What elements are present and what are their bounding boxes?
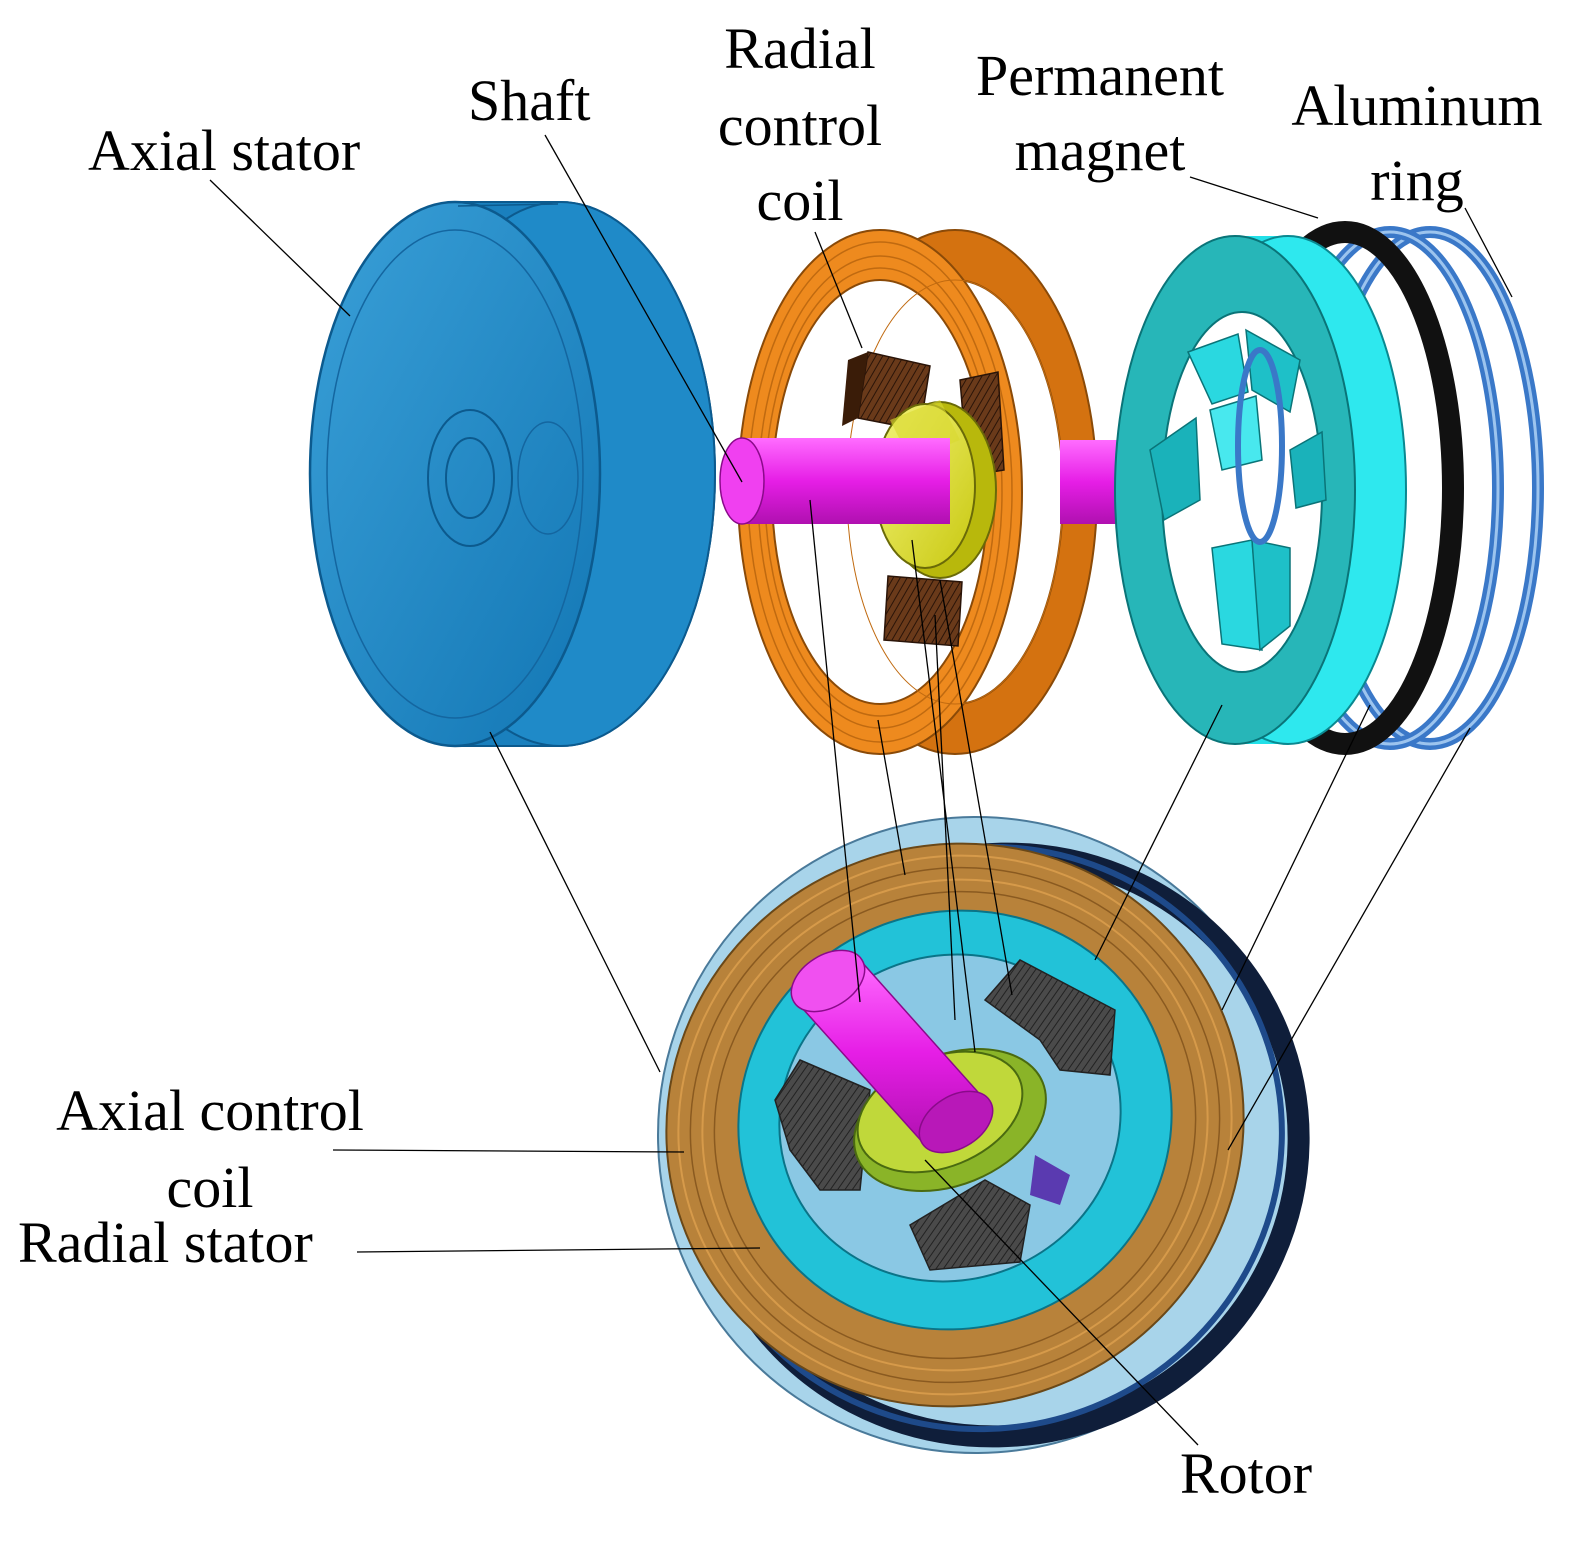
leader-radial-stator bbox=[356, 1247, 761, 1253]
assembled-motor bbox=[657, 816, 1310, 1454]
label-permanent-magnet-1: Permanent bbox=[975, 43, 1225, 108]
leader-shaft-top bbox=[544, 134, 743, 483]
label-shaft: Shaft bbox=[468, 68, 591, 133]
label-radial-control-coil-3: coil bbox=[756, 168, 844, 233]
label-radial-control-coil-1: Radial bbox=[724, 16, 876, 81]
leader-axial-control-coil bbox=[332, 1149, 685, 1153]
shaft-part-top bbox=[719, 437, 1159, 525]
leader-rotor-top3 bbox=[939, 579, 1013, 996]
leader-permanent-magnet bbox=[1189, 176, 1319, 219]
leader-rotor-top2 bbox=[934, 614, 956, 1021]
label-aluminum-ring-1: Aluminum bbox=[1291, 73, 1543, 138]
label-radial-stator: Radial stator bbox=[18, 1210, 313, 1275]
label-axial-control-coil-2: coil bbox=[166, 1155, 254, 1220]
label-radial-control-coil-2: control bbox=[717, 93, 883, 158]
radial-stator-part-top bbox=[1114, 235, 1407, 745]
leader-lines bbox=[209, 134, 1513, 1446]
leader-axial-stator bbox=[209, 179, 351, 317]
label-axial-control-coil-1: Axial control bbox=[56, 1078, 364, 1143]
leader-aluminum-ring bbox=[1464, 207, 1513, 298]
label-permanent-magnet-2: magnet bbox=[1014, 118, 1186, 183]
leader-radial-stator-top bbox=[1094, 704, 1223, 961]
leader-ring-assembly bbox=[1227, 727, 1471, 1151]
label-aluminum-ring-2: ring bbox=[1370, 148, 1464, 213]
leader-rotor bbox=[924, 1159, 1199, 1446]
axial-stator-part bbox=[308, 200, 716, 748]
leader-magnet-assembly bbox=[1221, 704, 1371, 1011]
leader-radial-coil-top bbox=[814, 231, 863, 349]
label-rotor: Rotor bbox=[1180, 1441, 1313, 1506]
leader-axial-stator-assembly bbox=[489, 731, 661, 1073]
label-axial-stator: Axial stator bbox=[88, 118, 361, 183]
leader-radial-coil-assembly bbox=[877, 719, 906, 876]
leader-shaft-assembly bbox=[809, 499, 861, 1003]
